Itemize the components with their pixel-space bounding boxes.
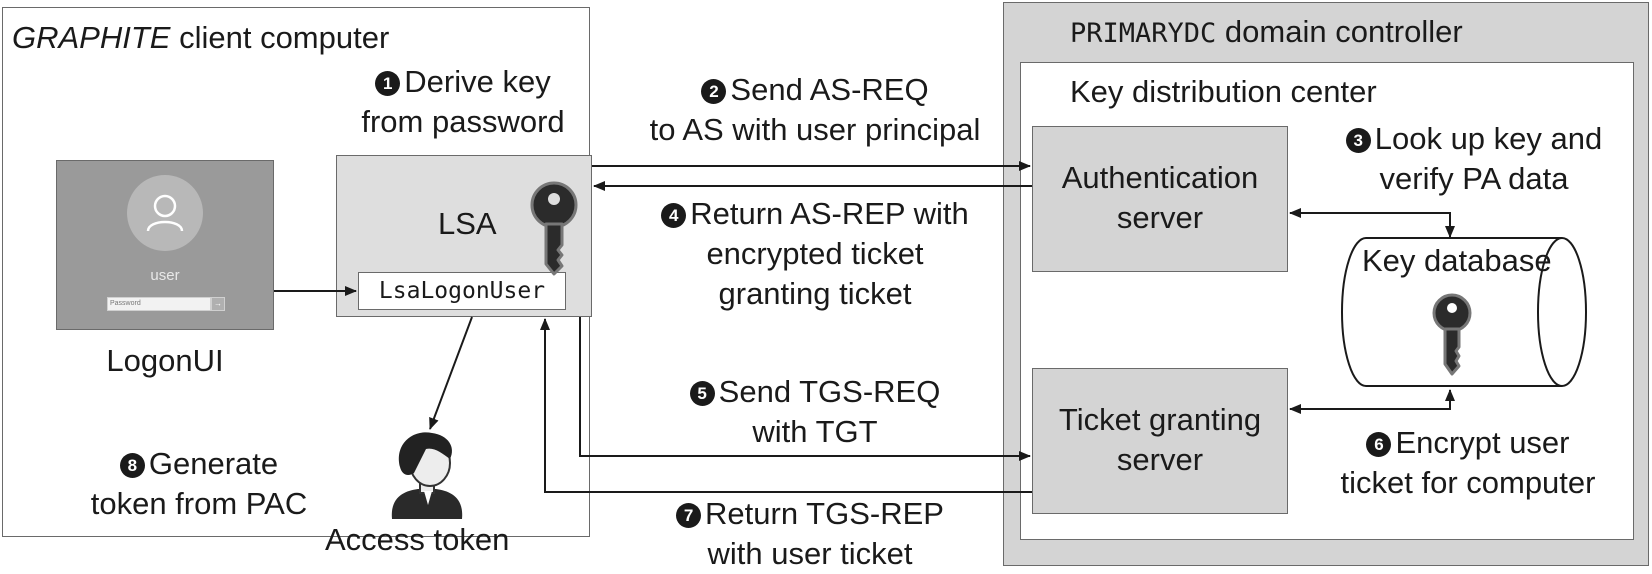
domain-controller-title: PRIMARYDC domain controller [1070, 14, 1463, 49]
logon-submit-button[interactable]: → [211, 297, 225, 311]
authentication-server-label: Authentication server [1061, 160, 1259, 235]
key-database-label: Key database [1362, 243, 1552, 278]
authentication-server-box [1032, 126, 1288, 272]
lsalogonuser-label: LsaLogonUser [378, 278, 546, 304]
tgs-rep-arrow [540, 318, 1032, 493]
access-token-person-icon [391, 432, 463, 519]
logon-password-field[interactable]: Password [107, 297, 211, 311]
lsalogonuser-box [358, 272, 566, 310]
user-icon [146, 194, 184, 232]
lsa-key-icon [530, 181, 578, 276]
lsa-to-token-arrow [429, 316, 473, 430]
key-database-key-icon [1432, 293, 1472, 376]
ticket-granting-server-label: Ticket granting server [1058, 402, 1262, 477]
lsa-label: LSA [438, 206, 497, 241]
ticket-granting-server-box [1032, 368, 1288, 514]
client-computer-title: GRAPHITE client computer [12, 20, 390, 55]
logon-user-name: user [150, 267, 180, 284]
tgs-req-arrow [579, 317, 1031, 461]
kdc-title: Key distribution center [1070, 74, 1377, 109]
logonui-screen: user Password → [56, 160, 274, 330]
tgs-to-keydb-arrow [1290, 389, 1455, 410]
logonui-label: LogonUI [106, 343, 224, 378]
access-token-label: Access token [325, 522, 510, 557]
user-avatar [127, 175, 203, 251]
as-to-keydb-arrow [1290, 212, 1455, 238]
